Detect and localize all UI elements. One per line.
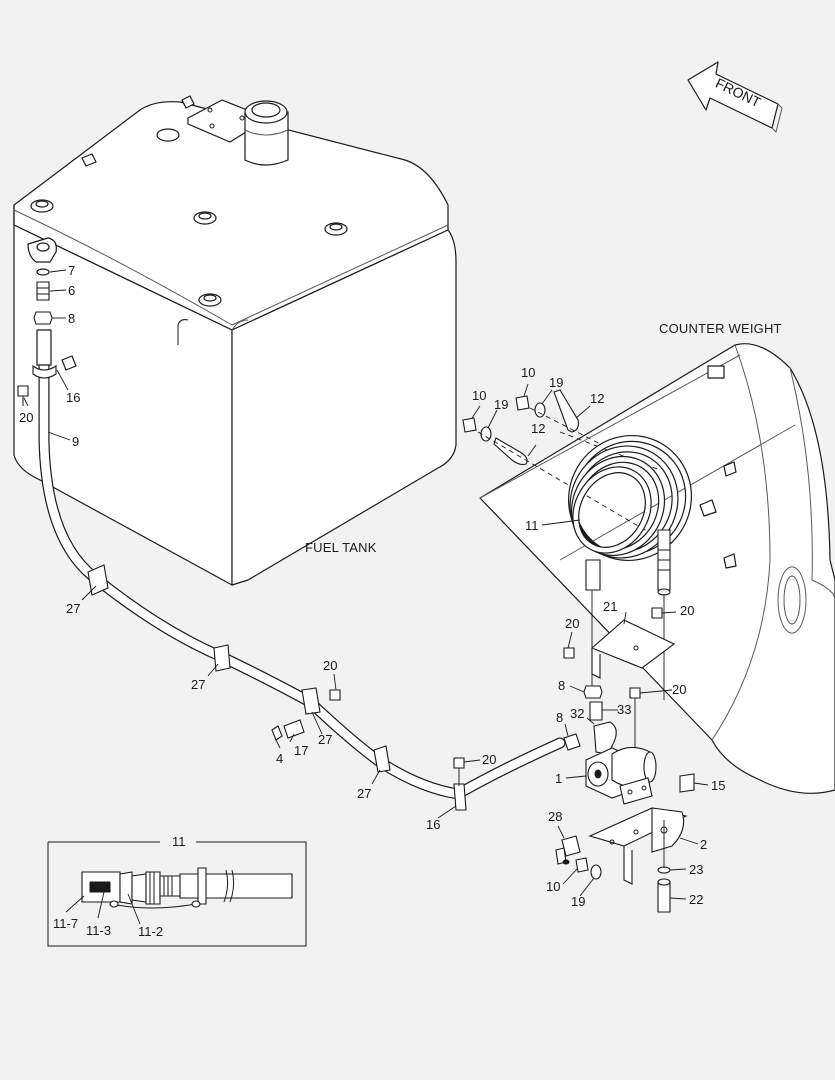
callout-10: 10 bbox=[472, 388, 486, 403]
detail-callout-11-7: 11-7 bbox=[53, 916, 78, 931]
callout-numbers: 7 6 8 16 20 9 10 19 12 10 19 12 11 27 27… bbox=[19, 263, 725, 909]
hose-clamp-27-c bbox=[301, 687, 321, 715]
assembly-lines bbox=[477, 407, 663, 541]
callout-7: 7 bbox=[68, 263, 75, 278]
counter-weight-label: COUNTER WEIGHT bbox=[659, 321, 782, 336]
fuel-tank-label: FUEL TANK bbox=[305, 540, 377, 555]
callout-28: 28 bbox=[548, 809, 562, 824]
callout-8-b: 8 bbox=[558, 678, 565, 693]
callout-16: 16 bbox=[66, 390, 80, 405]
leader-lines bbox=[23, 269, 709, 900]
callout-27-c: 27 bbox=[318, 732, 332, 747]
tank-outlet-fittings bbox=[17, 268, 53, 406]
callout-20-e: 20 bbox=[565, 616, 579, 631]
callout-10-b: 10 bbox=[521, 365, 535, 380]
callout-20: 20 bbox=[19, 410, 33, 425]
bolt-10-washer-19-lower bbox=[575, 857, 602, 880]
callout-32: 32 bbox=[570, 706, 584, 721]
detail-box-11: 11 11-7 11-3 11-2 bbox=[47, 834, 307, 947]
callout-9: 9 bbox=[72, 434, 79, 449]
callout-10-c: 10 bbox=[546, 879, 560, 894]
callout-1: 1 bbox=[555, 771, 562, 786]
fuel-hose bbox=[32, 329, 566, 811]
callout-8: 8 bbox=[68, 311, 75, 326]
callout-8-c: 8 bbox=[556, 710, 563, 725]
pump-bracket-21 bbox=[590, 619, 676, 679]
detail-box-title: 11 bbox=[172, 834, 186, 849]
callout-11: 11 bbox=[525, 518, 539, 533]
label-plate-15 bbox=[679, 773, 695, 793]
mount-bracket-2 bbox=[588, 807, 688, 885]
callout-20-d: 20 bbox=[680, 603, 694, 618]
callout-20-f: 20 bbox=[672, 682, 686, 697]
callout-20-c: 20 bbox=[482, 752, 496, 767]
hose-clamp-27-a bbox=[87, 564, 109, 596]
pin-22-washer-23 bbox=[657, 820, 671, 913]
callout-12-b: 12 bbox=[590, 391, 604, 406]
hose-clamp-27-b bbox=[213, 644, 231, 672]
detail-callout-11-2: 11-2 bbox=[138, 924, 163, 939]
callout-21: 21 bbox=[603, 599, 617, 614]
callout-6: 6 bbox=[68, 283, 75, 298]
callout-27-a: 27 bbox=[66, 601, 80, 616]
detail-callout-11-3: 11-3 bbox=[86, 923, 111, 938]
callout-12: 12 bbox=[531, 421, 545, 436]
front-arrow: FRONT bbox=[687, 61, 783, 133]
callout-27-b: 27 bbox=[191, 677, 205, 692]
callout-2: 2 bbox=[700, 837, 707, 852]
callout-27-d: 27 bbox=[357, 786, 371, 801]
callout-15: 15 bbox=[711, 778, 725, 793]
callout-16-b: 16 bbox=[426, 817, 440, 832]
callout-20-b: 20 bbox=[323, 658, 337, 673]
callout-19-b: 19 bbox=[549, 375, 563, 390]
switch-28 bbox=[555, 835, 581, 865]
fuel-pump-1 bbox=[585, 746, 657, 805]
callout-19: 19 bbox=[494, 397, 508, 412]
callout-23: 23 bbox=[689, 862, 703, 877]
hose-clamp-16-b bbox=[453, 783, 467, 811]
callout-17: 17 bbox=[294, 743, 308, 758]
hose-clamp-27-d bbox=[373, 745, 391, 773]
fuel-tank bbox=[13, 95, 457, 586]
callout-4: 4 bbox=[276, 751, 283, 766]
callout-22: 22 bbox=[689, 892, 703, 907]
callout-33: 33 bbox=[617, 702, 631, 717]
coiled-hose bbox=[567, 434, 693, 700]
hose-fittings bbox=[271, 689, 465, 786]
callout-19-c: 19 bbox=[571, 894, 585, 909]
